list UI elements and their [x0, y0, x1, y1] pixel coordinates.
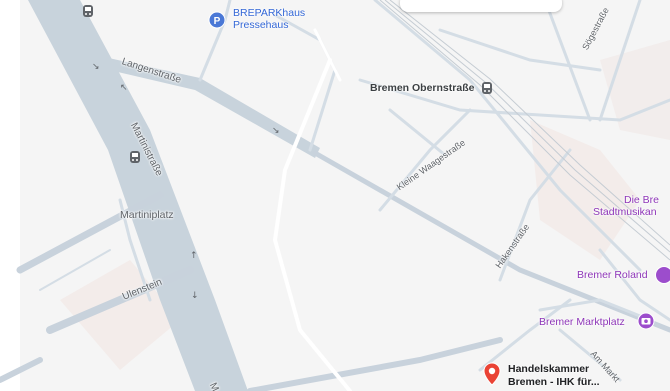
search-card[interactable]	[400, 0, 562, 12]
place-label-handelskammer-sub[interactable]: Bremen - IHK für...	[508, 376, 600, 388]
place-label-stadtmusikan[interactable]: Stadtmusikan	[593, 206, 657, 218]
svg-text:↑: ↑	[190, 251, 198, 261]
place-label-pressehaus[interactable]: Pressehaus	[233, 19, 289, 31]
place-label-breparkhaus[interactable]: BREPARKhaus	[233, 7, 306, 19]
svg-text:↓: ↓	[191, 291, 199, 301]
place-label-bremer-roland[interactable]: Bremer Roland	[577, 269, 648, 281]
transit-stop-icon[interactable]	[481, 81, 493, 95]
svg-text:↘: ↘	[272, 126, 280, 136]
location-pin-icon[interactable]	[483, 362, 501, 386]
place-label-martiniplatz[interactable]: Martiniplatz	[120, 209, 174, 221]
svg-text:P: P	[214, 16, 221, 27]
place-label-die-bre[interactable]: Die Bre	[624, 194, 660, 206]
transit-stop-icon[interactable]	[129, 150, 141, 164]
place-label-bremen-obernstrasse[interactable]: Bremen Obernstraße	[370, 82, 475, 94]
transit-stop-icon[interactable]	[82, 4, 94, 18]
place-label-bremer-marktplatz[interactable]: Bremer Marktplatz	[539, 316, 625, 328]
place-label-handelskammer[interactable]: Handelskammer	[508, 363, 590, 375]
camera-icon[interactable]	[637, 312, 655, 330]
svg-text:↘: ↘	[92, 62, 100, 72]
landmark-icon[interactable]	[655, 266, 670, 284]
svg-text:↖: ↖	[120, 83, 128, 93]
parking-icon[interactable]: P	[208, 11, 226, 29]
